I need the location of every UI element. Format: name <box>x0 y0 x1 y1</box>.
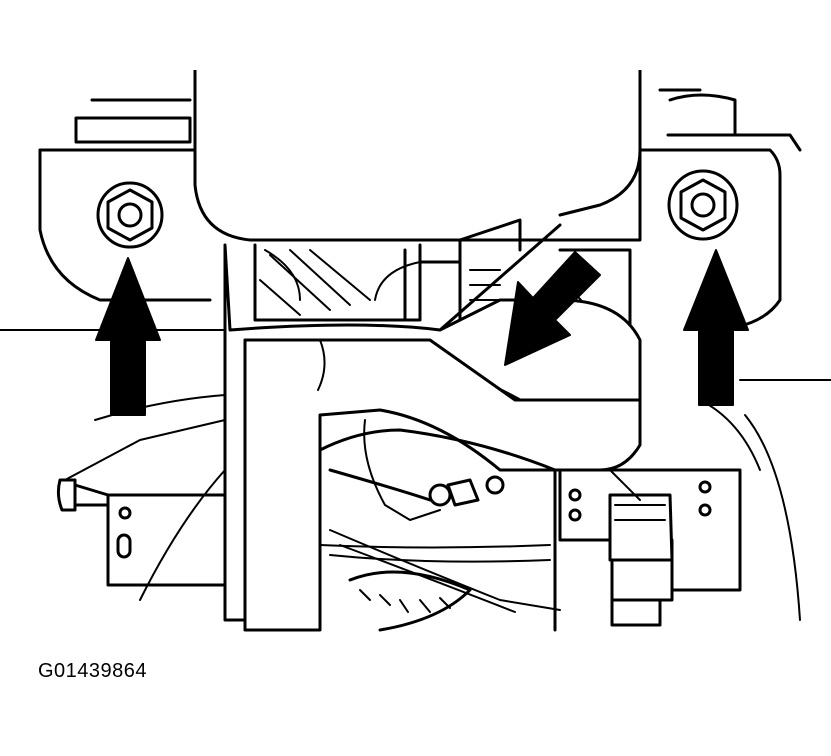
arrow-up-icon <box>683 249 749 406</box>
lower-mechanism <box>318 419 561 632</box>
arrow-diagonal-icon <box>504 251 601 366</box>
column-housing <box>193 70 702 242</box>
right-bolt-icon <box>667 169 739 241</box>
left-plate <box>56 419 227 601</box>
arrow-up-icon <box>95 257 161 416</box>
figure-id: G01439864 <box>38 660 148 682</box>
left-bolt-icon <box>96 181 164 249</box>
right-plate <box>558 468 742 627</box>
technical-illustration <box>0 70 831 632</box>
